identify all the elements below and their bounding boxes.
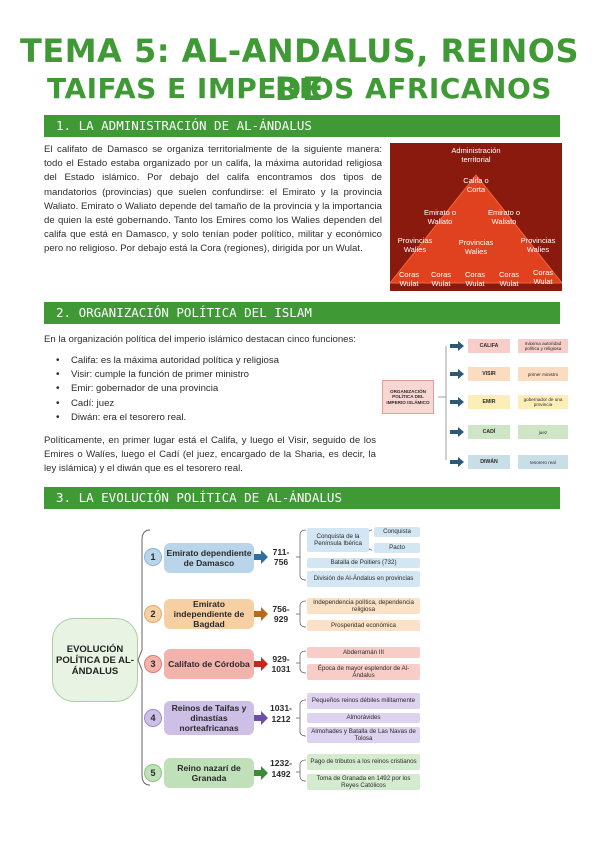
step-2-years: 756-929 [272,604,290,624]
arrow-icon [254,711,268,725]
pyramid-cora-4: Coras Wulat [498,270,519,288]
org-role-califa: CALIFA [468,339,510,353]
pyramid-shape [390,174,562,284]
step-3-years: 929-1031 [271,654,291,674]
arrow-icon [254,657,268,671]
step-1-number: 1 [144,548,162,566]
org-connectors [438,346,447,460]
list-item: Cadí: juez [44,397,364,411]
step-2-number: 2 [144,605,162,623]
pyramid-provincias-3: Provincias Walies [520,236,556,254]
step-2-detail-1: Independencia política, dependencia reli… [307,598,420,614]
section-1-text: El califato de Damasco se organiza terri… [44,144,382,255]
org-desc-diwan: tesorero real [518,455,568,469]
page-title-line2: TAIFAS E IMPERIOS AFRICANOS [47,72,552,105]
org-role-emir: EMIR [468,395,510,409]
pyramid-provincias-2: Provincias Walies [458,238,494,256]
pyramid-cora-2: Coras Wulat [430,270,451,288]
evolution-main-box: EVOLUCIÓN POLÍTICA DE AL-ÁNDALUS [52,618,138,702]
step-3-detail-1: Abderramán III [307,647,420,658]
arrow-icon [450,369,464,379]
list-item: Diwán: era el tesorero real. [44,411,364,425]
pyramid-top-label: Administración territorial [451,146,501,164]
arrow-icon [254,550,268,564]
step-4-number: 4 [144,709,162,727]
step-2-detail-2: Prosperidad económica [307,620,420,631]
step-4-name: Reinos de Taifas y dinastías norteafrica… [164,701,254,735]
org-main-box: ORGANIZACIÓN POLÍTICA DEL IMPERIO ISLÁMI… [382,380,434,414]
list-item: Califa: es la máxima autoridad política … [44,354,364,368]
step-3-detail-2: Época de mayor esplendor de Al-Ándalus [307,664,420,680]
step-3-number: 3 [144,655,162,673]
pyramid-califa: Califa o Corta [463,176,489,194]
step-1-sub-2: Pacto [374,543,420,553]
political-organization-diagram: ORGANIZACIÓN POLÍTICA DEL IMPERIO ISLÁMI… [378,330,568,473]
step-5-years: 1232-1492 [270,758,292,779]
section-2-heading: 2. ORGANIZACIÓN POLÍTICA DEL ISLAM [44,302,560,324]
step-3-name: Califato de Córdoba [164,649,254,679]
step-1-years: 711-756 [272,547,290,567]
pyramid-cora-5: Coras Wulat [532,268,553,286]
section-1-heading: 1. LA ADMINISTRACIÓN DE AL-ÁNDALUS [44,115,560,137]
pyramid-provincias-1: Provincias Walies [397,236,433,254]
step-1-name: Emirato dependiente de Damasco [164,543,254,573]
functions-list: Califa: es la máxima autoridad política … [44,354,364,425]
section-2-intro: En la organización política del imperio … [44,334,356,345]
step-4-detail-2: Almorávides [307,713,420,723]
page-title-line1: TEMA 5: AL-ANDALUS, REINOS DE [20,32,579,108]
arrow-icon [450,457,464,467]
org-role-diwan: DIWÁN [468,455,510,469]
arrow-icon [254,766,268,780]
org-role-cadi: CADÍ [468,425,510,439]
pyramid-cora-3: Coras Wulat [464,270,485,288]
arrow-icon [254,607,268,621]
list-item: Emir: gobernador de una provincia [44,382,364,396]
org-role-visir: VISIR [468,367,510,381]
arrow-icon [450,427,464,437]
pyramid-cora-1: Coras Wulat [398,270,419,288]
step-4-detail-1: Pequeños reinos débiles militarmente [307,693,420,709]
step-5-number: 5 [144,764,162,782]
step-5-detail-2: Toma de Granada en 1492 por los Reyes Ca… [307,774,420,790]
section-3-heading: 3. LA EVOLUCIÓN POLÍTICA DE AL-ÁNDALUS [44,487,560,509]
step-5-name: Reino nazarí de Granada [164,758,254,788]
step-4-detail-3: Almohades y Batalla de Las Navas de Tolo… [307,727,420,743]
arrow-icon [450,397,464,407]
pyramid-emirato-2: Emirato o Waliato [487,208,521,226]
step-2-name: Emirato independiente de Bagdad [164,599,254,629]
pyramid-emirato-1: Emirato o Waliato [423,208,457,226]
step-4-years: 1031-1212 [270,703,292,724]
org-desc-visir: primer ministro [518,367,568,381]
step-1-detail-3: División de Al-Ándalus en provincias [307,571,420,587]
org-desc-cadi: juez [518,425,568,439]
org-desc-califa: máxima autoridad política y religiosa [518,339,568,353]
arrow-icon [450,341,464,351]
section-2-text: Políticamente, en primer lugar está el C… [44,435,376,475]
administration-pyramid: Administración territorial Califa o Cort… [390,143,562,291]
org-desc-emir: gobernador de una provincia [518,395,568,409]
step-5-detail-1: Pago de tributos a los reinos cristianos [307,754,420,770]
step-1-detail-2: Batalla de Poitiers (732) [307,558,420,568]
step-1-sub-1: Conquista [374,527,420,537]
step-1-detail-1: Conquista de la Península Ibérica [307,528,369,552]
list-item: Visir: cumple la función de primer minis… [44,368,364,382]
